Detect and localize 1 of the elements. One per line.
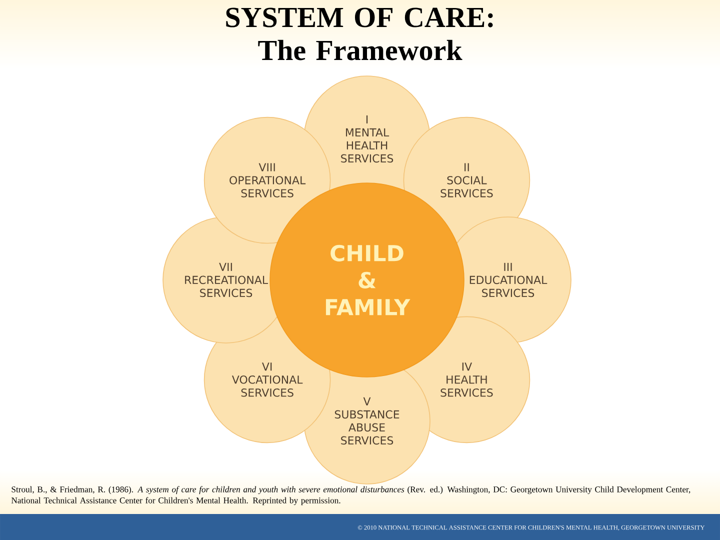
title: SYSTEM OF CARE: The Framework	[226, 8, 493, 60]
